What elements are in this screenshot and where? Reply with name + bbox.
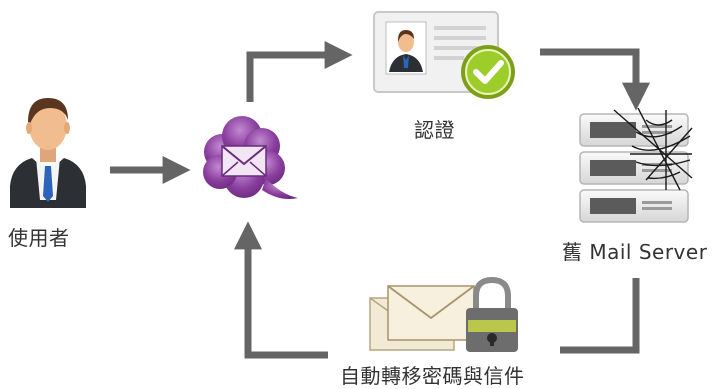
- arrow-server-to-migrate: [560, 278, 640, 354]
- arrow-mail-to-cert: [246, 41, 353, 102]
- envelope-cloud-icon: [203, 116, 298, 199]
- mail-node: [196, 112, 300, 208]
- arrow-migrate-to-mail: [234, 221, 328, 359]
- user-avatar-icon: [10, 98, 86, 208]
- migrate-node: [368, 274, 526, 358]
- certificate-check-icon: [373, 11, 515, 99]
- migrate-label: 自動轉移密碼與信件: [340, 364, 525, 388]
- arrow-cert-to-server: [540, 48, 650, 111]
- server-node: [576, 108, 694, 228]
- envelopes-lock-icon: [369, 276, 518, 352]
- server-cobweb-icon: [579, 108, 693, 223]
- user-node: [6, 90, 90, 208]
- cert-node: [372, 10, 520, 102]
- server-label: 舊 Mail Server: [562, 240, 708, 264]
- cert-label: 認證: [414, 118, 455, 142]
- user-label: 使用者: [8, 226, 70, 250]
